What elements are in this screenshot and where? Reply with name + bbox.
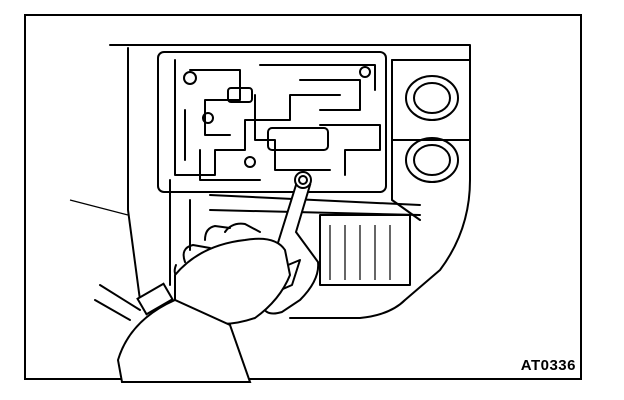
clutch-drums [391, 59, 471, 221]
figure-code: AT0336 [520, 357, 576, 374]
figure-frame [24, 14, 582, 380]
case-inner-edge [127, 47, 141, 301]
leader-line [69, 199, 129, 216]
valve-body [157, 51, 387, 193]
case-outline [109, 44, 471, 319]
hand-icon [94, 222, 292, 383]
